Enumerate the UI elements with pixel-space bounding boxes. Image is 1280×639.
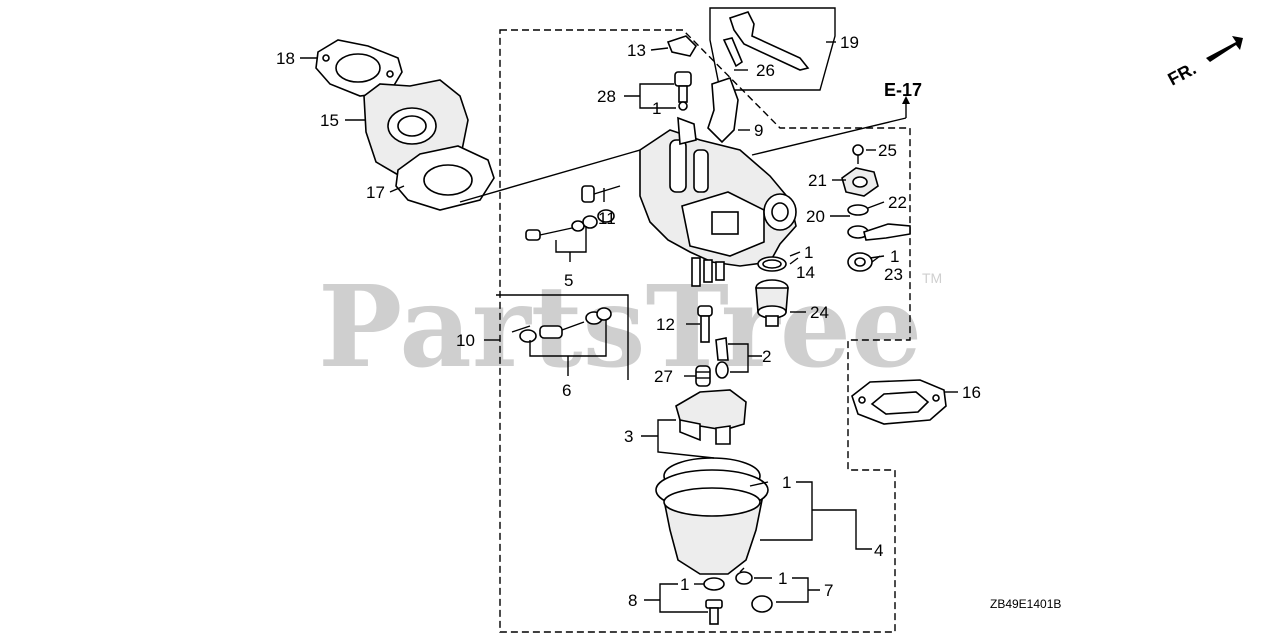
screw-28 — [674, 71, 692, 111]
callout-17: 17 — [366, 183, 385, 202]
gasket-17 — [395, 145, 495, 211]
callout-12: 12 — [656, 315, 675, 334]
bracket-10 — [496, 294, 629, 380]
callout-1-oring: 1 — [804, 243, 813, 262]
callout-6: 6 — [562, 381, 571, 400]
trademark-mark: TM — [922, 270, 942, 286]
callout-10: 10 — [456, 331, 475, 350]
callout-1-bolt: 1 — [778, 569, 787, 588]
screw-25 — [852, 144, 864, 164]
part-20-22 — [847, 204, 911, 241]
choke-lever-19 — [722, 11, 810, 71]
screw-11 — [581, 185, 621, 203]
callout-13: 13 — [627, 41, 646, 60]
reference-e17: E-17 — [751, 80, 922, 156]
callout-4: 4 — [874, 541, 883, 560]
callout-16: 16 — [962, 383, 981, 402]
callout-7: 7 — [824, 581, 833, 600]
callout-27: 27 — [654, 367, 673, 386]
callout-5: 5 — [564, 271, 573, 290]
part-23 — [847, 252, 873, 272]
front-arrow-icon: FR. — [1164, 36, 1243, 90]
pilot-screw-5 — [525, 209, 615, 241]
drain-bolt-7 — [735, 567, 773, 613]
callout-22: 22 — [888, 193, 907, 212]
float-3 — [675, 389, 747, 445]
carburetor-body — [639, 116, 797, 287]
gasket-18 — [315, 39, 403, 97]
callout-14: 14 — [796, 263, 815, 282]
spring-27 — [695, 365, 711, 387]
callout-9: 9 — [754, 121, 763, 140]
callout-15: 15 — [320, 111, 339, 130]
callout-24: 24 — [810, 303, 829, 322]
callout-2: 2 — [762, 347, 771, 366]
svg-text:E-17: E-17 — [884, 80, 922, 100]
part-13 — [666, 35, 698, 57]
leader-lines — [300, 41, 958, 613]
callout-20: 20 — [806, 207, 825, 226]
leader-17 — [459, 145, 655, 203]
callout-18: 18 — [276, 49, 295, 68]
gasket-16 — [851, 379, 947, 425]
callout-3: 3 — [624, 427, 633, 446]
float-needle-2 — [715, 337, 729, 379]
float-bowl-4 — [655, 457, 769, 575]
callout-1-jet: 1 — [652, 99, 661, 118]
part-9 — [707, 76, 739, 144]
watermark: PartsTree — [318, 262, 922, 393]
drawing-code: ZB49E1401B — [990, 597, 1061, 611]
part-24 — [755, 279, 789, 327]
callout-25: 25 — [878, 141, 897, 160]
main-jet-12 — [697, 305, 713, 343]
drain-screw-8 — [703, 577, 725, 625]
callout-1-seal: 1 — [890, 247, 899, 266]
callout-11: 11 — [598, 209, 616, 228]
callout-26: 26 — [756, 61, 775, 80]
callout-1-washer: 1 — [680, 575, 689, 594]
callout-1-bowl: 1 — [782, 473, 791, 492]
callout-28: 28 — [597, 87, 616, 106]
screw-set-6 — [511, 307, 612, 343]
callout-8: 8 — [628, 591, 637, 610]
callout-23: 23 — [884, 265, 903, 284]
cover-21 — [841, 167, 879, 197]
callout-21: 21 — [808, 171, 827, 190]
callout-19: 19 — [840, 33, 859, 52]
o-ring-14 — [757, 256, 787, 272]
lever-box — [709, 7, 836, 91]
svg-text:FR.: FR. — [1164, 58, 1199, 89]
